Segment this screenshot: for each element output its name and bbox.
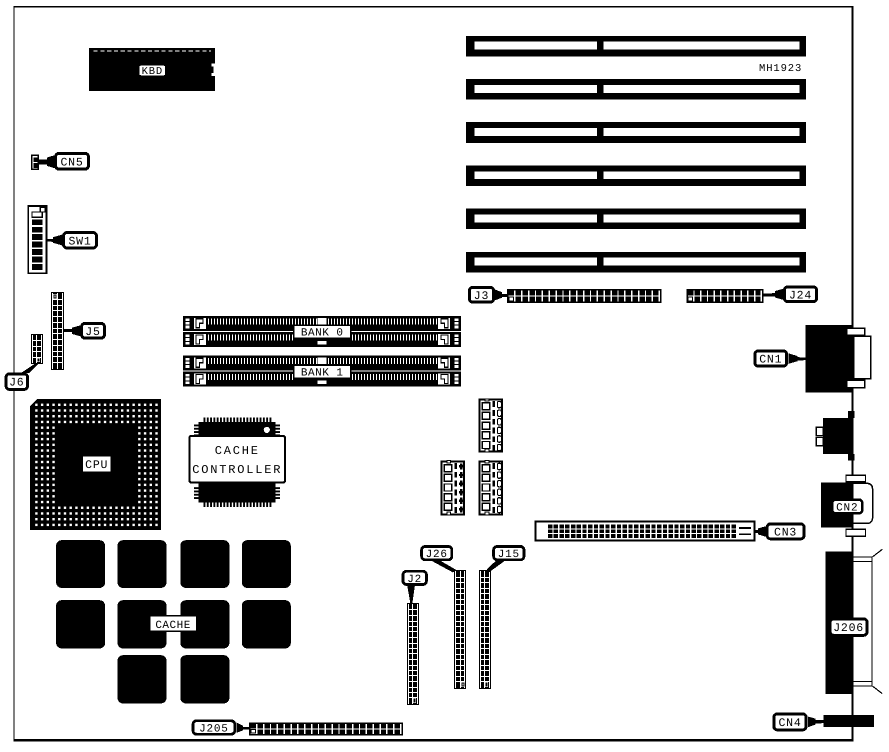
svg-text:CN1: CN1 xyxy=(759,354,782,367)
svg-text:MH1923: MH1923 xyxy=(759,63,802,75)
svg-text:J15: J15 xyxy=(498,549,520,561)
svg-text:J5: J5 xyxy=(85,326,100,339)
svg-text:SW1: SW1 xyxy=(68,235,91,248)
svg-text:CPU: CPU xyxy=(85,459,108,472)
svg-text:J3: J3 xyxy=(474,290,489,303)
svg-text:CN4: CN4 xyxy=(778,717,801,730)
svg-text:CACHE: CACHE xyxy=(155,620,191,632)
svg-text:J6: J6 xyxy=(9,377,24,390)
svg-text:J26: J26 xyxy=(426,549,448,561)
svg-text:CONTROLLER: CONTROLLER xyxy=(192,463,282,477)
svg-text:BANK 1: BANK 1 xyxy=(301,368,344,380)
svg-text:CACHE: CACHE xyxy=(215,444,260,458)
svg-text:J24: J24 xyxy=(789,289,812,302)
svg-text:KBD: KBD xyxy=(142,66,163,78)
svg-text:J205: J205 xyxy=(199,724,229,736)
svg-text:CN3: CN3 xyxy=(774,526,797,539)
svg-text:CN2: CN2 xyxy=(836,502,858,514)
svg-text:BANK 0: BANK 0 xyxy=(301,328,344,340)
svg-text:CN5: CN5 xyxy=(60,156,83,169)
svg-text:J2: J2 xyxy=(407,574,422,586)
svg-text:J206: J206 xyxy=(833,622,864,635)
